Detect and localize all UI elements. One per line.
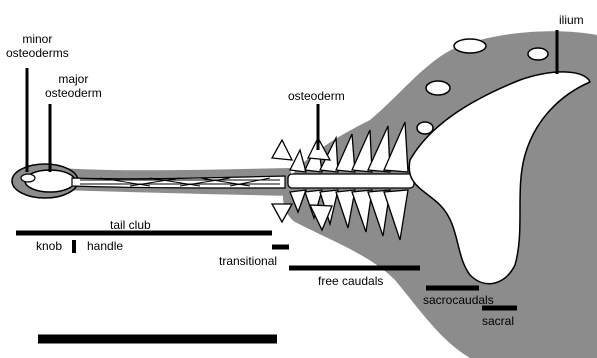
label-handle: handle <box>87 239 123 253</box>
label-sacrocaudals: sacrocaudals <box>423 293 494 307</box>
label-knob: knob <box>36 239 62 253</box>
label-minor-line1: minor <box>6 32 69 46</box>
label-major-line2: osteoderm <box>45 86 102 100</box>
label-free-caudals: free caudals <box>318 274 383 288</box>
label-sacral: sacral <box>482 314 514 328</box>
label-osteoderm: osteoderm <box>288 89 345 103</box>
minor-osteoderm-shape <box>21 174 35 182</box>
label-minor-line2: osteoderms <box>6 46 69 60</box>
label-ilium: ilium <box>559 13 584 27</box>
label-major-osteoderm: major osteoderm <box>45 72 102 100</box>
label-major-line1: major <box>45 72 102 86</box>
label-transitional: transitional <box>219 254 277 268</box>
label-minor-osteoderms: minor osteoderms <box>6 32 69 60</box>
label-tail-club: tail club <box>110 218 151 232</box>
